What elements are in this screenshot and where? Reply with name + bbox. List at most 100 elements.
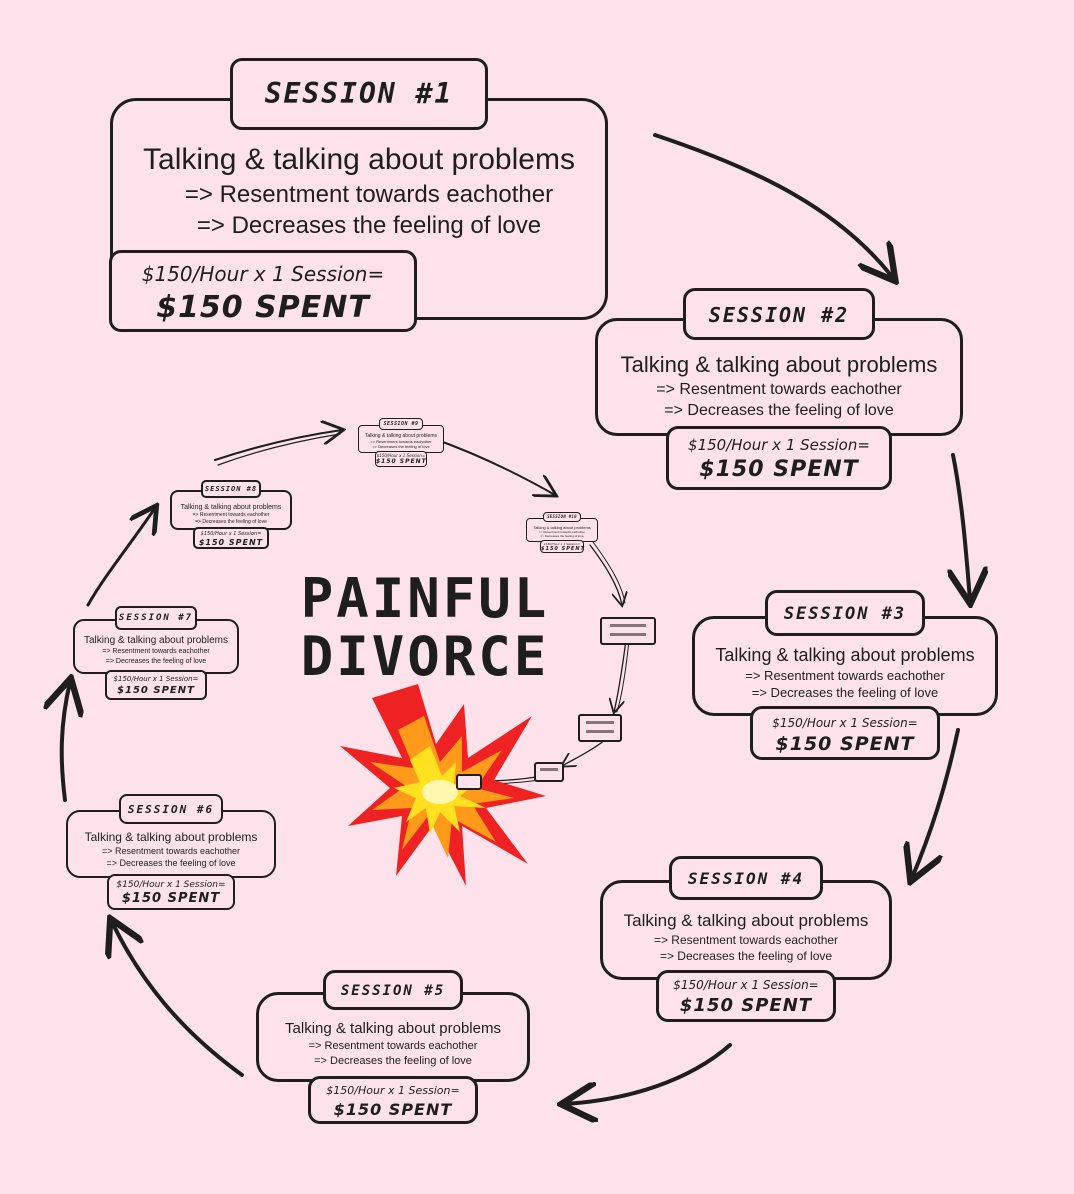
cost-rate: $150/Hour x 1 Session=	[200, 531, 262, 537]
cost-total: $150 SPENT	[775, 733, 915, 755]
cost-total: $150 SPENT	[376, 458, 427, 465]
session-cost: $150/Hour x 1 Session= $150 SPENT	[656, 970, 836, 1022]
session-cost: $150/Hour x 1 Session= $150 SPENT	[109, 250, 417, 332]
session-point-love: => Decreases the feeling of love	[314, 1055, 472, 1067]
session-point-love: => Decreases the feeling of love	[106, 858, 236, 868]
session-point-resentment: => Resentment towards eachother	[308, 1040, 478, 1052]
session-tag: SESSION #9	[379, 418, 423, 430]
cost-rate: $150/Hour x 1 Session=	[141, 262, 385, 286]
session-tag: SESSION #8	[201, 480, 261, 498]
session-title: Talking & talking about problems	[715, 645, 975, 665]
session-card-4: Talking & talking about problems => Rese…	[600, 856, 892, 1022]
cost-rate: $150/Hour x 1 Session=	[688, 436, 870, 454]
session-point-love: => Decreases the feeling of love	[196, 212, 542, 239]
session-tag: SESSION #5	[323, 970, 463, 1010]
session-title: Talking & talking about problems	[143, 143, 575, 176]
session-cost: $150/Hour x 1 Session= $150 SPENT	[107, 874, 235, 910]
headline-line-1: PAINFUL	[300, 567, 550, 630]
session-tag: SESSION #1	[230, 58, 488, 130]
session-point-love: => Decreases the feeling of love	[751, 685, 939, 700]
session-point-resentment: => Resentment towards eachother	[656, 381, 902, 398]
arrow-6-to-7	[62, 682, 70, 802]
session-title: Talking & talking about problems	[180, 504, 282, 511]
arrow-5-to-6	[112, 922, 244, 1077]
session-card-1: Talking & talking about problems => Rese…	[109, 58, 608, 334]
arrow-8-to-9	[214, 430, 342, 461]
session-cost: $150/Hour x 1 Session= $150 SPENT	[540, 540, 584, 553]
session-point-resentment: => Resentment towards eachother	[101, 846, 241, 856]
arrow-9-to-10	[431, 437, 555, 495]
session-cost: $150/Hour x 1 Session= $150 SPENT	[193, 527, 269, 549]
session-card-6: Talking & talking about problems => Rese…	[66, 794, 276, 912]
session-cost: $150/Hour x 1 Session= $150 SPENT	[308, 1076, 478, 1124]
session-tag: SESSION #10	[543, 512, 581, 522]
session-tag: SESSION #7	[115, 606, 197, 630]
session-point-resentment: => Resentment towards eachother	[370, 439, 432, 444]
session-title: Talking & talking about problems	[533, 525, 591, 530]
session-card-2: Talking & talking about problems => Rese…	[595, 288, 963, 492]
session-point-resentment: => Resentment towards eachother	[184, 181, 554, 208]
cost-total: $150 SPENT	[198, 538, 264, 547]
shrinking-session-card	[578, 714, 622, 742]
session-tag: SESSION #3	[765, 590, 925, 636]
cost-rate: $150/Hour x 1 Session=	[673, 978, 819, 992]
session-title: Talking & talking about problems	[84, 635, 228, 646]
arrow-7-to-8	[86, 508, 155, 607]
session-card-3: Talking & talking about problems => Rese…	[692, 590, 998, 760]
session-tag: SESSION #4	[669, 856, 823, 900]
session-card-8: Talking & talking about problems => Rese…	[170, 480, 292, 550]
session-tag: SESSION #6	[119, 794, 223, 824]
session-point-resentment: => Resentment towards eachother	[653, 933, 839, 947]
session-point-love: => Decreases the feeling of love	[664, 402, 894, 419]
session-point-love: => Decreases the feeling of love	[659, 949, 833, 963]
session-cost: $150/Hour x 1 Session= $150 SPENT	[750, 706, 940, 760]
last-session-card	[456, 774, 482, 790]
explosion-icon	[340, 684, 546, 886]
arrow-1-to-2	[653, 133, 893, 278]
cost-rate: $150/Hour x 1 Session=	[113, 675, 199, 683]
session-card-10: Talking & talking about problems => Rese…	[526, 512, 598, 554]
session-title: Talking & talking about problems	[620, 352, 938, 377]
session-tag: SESSION #2	[683, 288, 875, 340]
arrow-4-to-5	[565, 1043, 732, 1104]
session-title: Talking & talking about problems	[285, 1020, 501, 1037]
session-card-7: Talking & talking about problems => Rese…	[73, 606, 239, 700]
session-body: Talking & talking about problems => Rese…	[526, 518, 598, 542]
session-title: Talking & talking about problems	[623, 911, 869, 930]
cost-rate: $150/Hour x 1 Session=	[326, 1084, 460, 1097]
cost-total: $150 SPENT	[156, 290, 370, 325]
session-title: Talking & talking about problems	[84, 830, 258, 844]
session-cost: $150/Hour x 1 Session= $150 SPENT	[375, 451, 427, 467]
session-point-love: => Decreases the feeling of love	[195, 519, 267, 525]
session-card-9: Talking & talking about problems => Rese…	[358, 418, 444, 468]
cost-total: $150 SPENT	[121, 891, 221, 906]
session-point-resentment: => Resentment towards eachother	[538, 530, 586, 534]
shrinking-session-card	[600, 617, 656, 645]
headline-line-2: DIVORCE	[300, 625, 550, 688]
session-cost: $150/Hour x 1 Session= $150 SPENT	[105, 670, 207, 700]
session-cost: $150/Hour x 1 Session= $150 SPENT	[666, 426, 892, 490]
session-point-love: => Decreases the feeling of love	[540, 534, 584, 538]
session-title: Talking & talking about problems	[365, 433, 437, 439]
arrow-12-to-13	[562, 739, 606, 766]
session-point-resentment: => Resentment towards eachother	[102, 648, 210, 655]
session-point-resentment: => Resentment towards eachother	[745, 668, 945, 683]
session-card-5: Talking & talking about problems => Rese…	[256, 970, 530, 1124]
cost-rate: $150/Hour x 1 Session=	[116, 880, 226, 890]
cost-rate: $150/Hour x 1 Session=	[543, 542, 581, 546]
cost-rate: $150/Hour x 1 Session=	[772, 716, 918, 730]
shrinking-session-card	[534, 762, 564, 782]
cost-total: $150 SPENT	[117, 685, 195, 696]
arrow-10-to-11	[589, 544, 622, 605]
session-point-resentment: => Resentment towards eachother	[192, 512, 270, 518]
cost-total: $150 SPENT	[333, 1100, 453, 1119]
cost-total: $150 SPENT	[679, 995, 813, 1016]
arrow-11-to-12	[614, 639, 627, 712]
cost-total: $150 SPENT	[541, 546, 585, 552]
cost-total: $150 SPENT	[699, 457, 859, 482]
headline: PAINFUL DIVORCE	[270, 570, 580, 686]
session-point-love: => Decreases the feeling of love	[105, 658, 207, 665]
session-point-love: => Decreases the feeling of love	[372, 444, 430, 449]
cost-rate: $150/Hour x 1 Session=	[376, 453, 426, 458]
